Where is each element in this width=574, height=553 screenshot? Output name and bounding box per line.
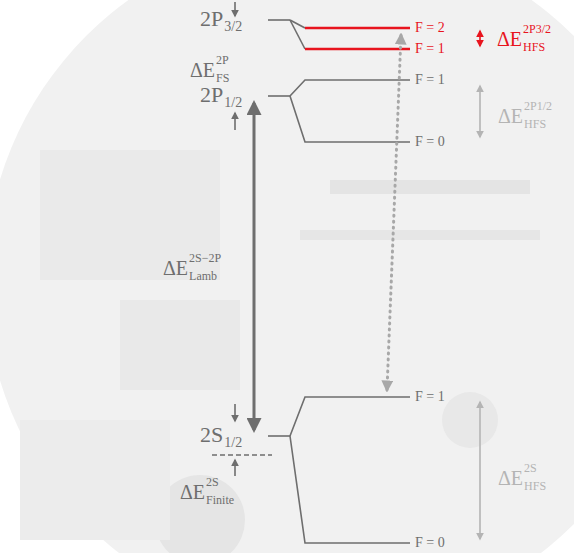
energy-subscript: FS (216, 72, 229, 84)
energy-superscript: 2P (216, 54, 229, 66)
energy-symbol: ΔE (498, 468, 523, 488)
energy-symbol: ΔE (498, 106, 523, 126)
energy-symbol: ΔE (497, 29, 522, 49)
energy-subscript: HFS (523, 41, 545, 53)
level-subscript: 1/2 (224, 96, 242, 110)
level-subscript: 1/2 (224, 436, 242, 450)
energy-subscript: Lamb (189, 270, 217, 282)
f-quantum-number: F = 1 (415, 42, 445, 56)
energy-symbol: ΔE (190, 60, 215, 80)
energy-superscript: 2S (206, 476, 219, 488)
level-name: 2P (200, 8, 223, 30)
energy-symbol: ΔE (180, 482, 205, 502)
energy-subscript: HFS (524, 480, 546, 492)
energy-subscript: Finite (206, 494, 234, 506)
f-quantum-number: F = 0 (415, 536, 445, 550)
f-quantum-number: F = 0 (415, 135, 445, 149)
energy-subscript: HFS (524, 118, 546, 130)
energy-symbol: ΔE (163, 258, 188, 278)
level-name: 2S (200, 424, 223, 446)
level-name: 2P (200, 84, 223, 106)
level-subscript: 3/2 (224, 20, 242, 34)
energy-superscript: 2P3/2 (523, 23, 551, 35)
f-quantum-number: F = 2 (415, 21, 445, 35)
energy-superscript: 2P1/2 (524, 100, 552, 112)
f-quantum-number: F = 1 (415, 73, 445, 87)
energy-superscript: 2S−2P (189, 252, 221, 264)
energy-superscript: 2S (524, 462, 537, 474)
f-quantum-number: F = 1 (415, 390, 445, 404)
